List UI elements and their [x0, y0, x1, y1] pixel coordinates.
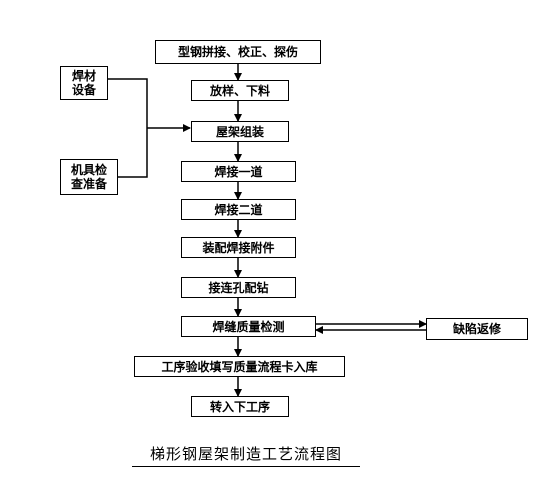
input-tools-check-line2: 查准备 — [70, 177, 107, 191]
step-layout-cutting: 放样、下料 — [191, 80, 289, 101]
defect-repair: 缺陷返修 — [426, 318, 528, 340]
step-splice-correct-inspect: 型钢拼接、校正、探伤 — [155, 40, 321, 64]
input-tools-check: 机具检 查准备 — [60, 159, 118, 195]
step-next-process: 转入下工序 — [191, 396, 289, 417]
input-tools-check-line1: 机具检 — [70, 163, 107, 177]
step-truss-assembly: 屋架组装 — [191, 121, 289, 142]
step-acceptance-record: 工序验收填写质量流程卡入库 — [134, 356, 345, 377]
step-weld-pass-2: 焊接二道 — [181, 199, 296, 220]
input-welding-materials-line2: 设备 — [71, 83, 96, 97]
input-welding-materials-line1: 焊材 — [71, 69, 96, 83]
input-welding-materials: 焊材 设备 — [60, 66, 108, 100]
diagram-caption: 梯形钢屋架制造工艺流程图 — [132, 443, 360, 467]
step-weld-quality-test: 焊缝质量检测 — [181, 316, 316, 337]
step-hole-drilling: 接连孔配钻 — [181, 277, 296, 298]
step-weld-pass-1: 焊接一道 — [181, 161, 296, 182]
step-attach-fittings: 装配焊接附件 — [181, 237, 296, 258]
